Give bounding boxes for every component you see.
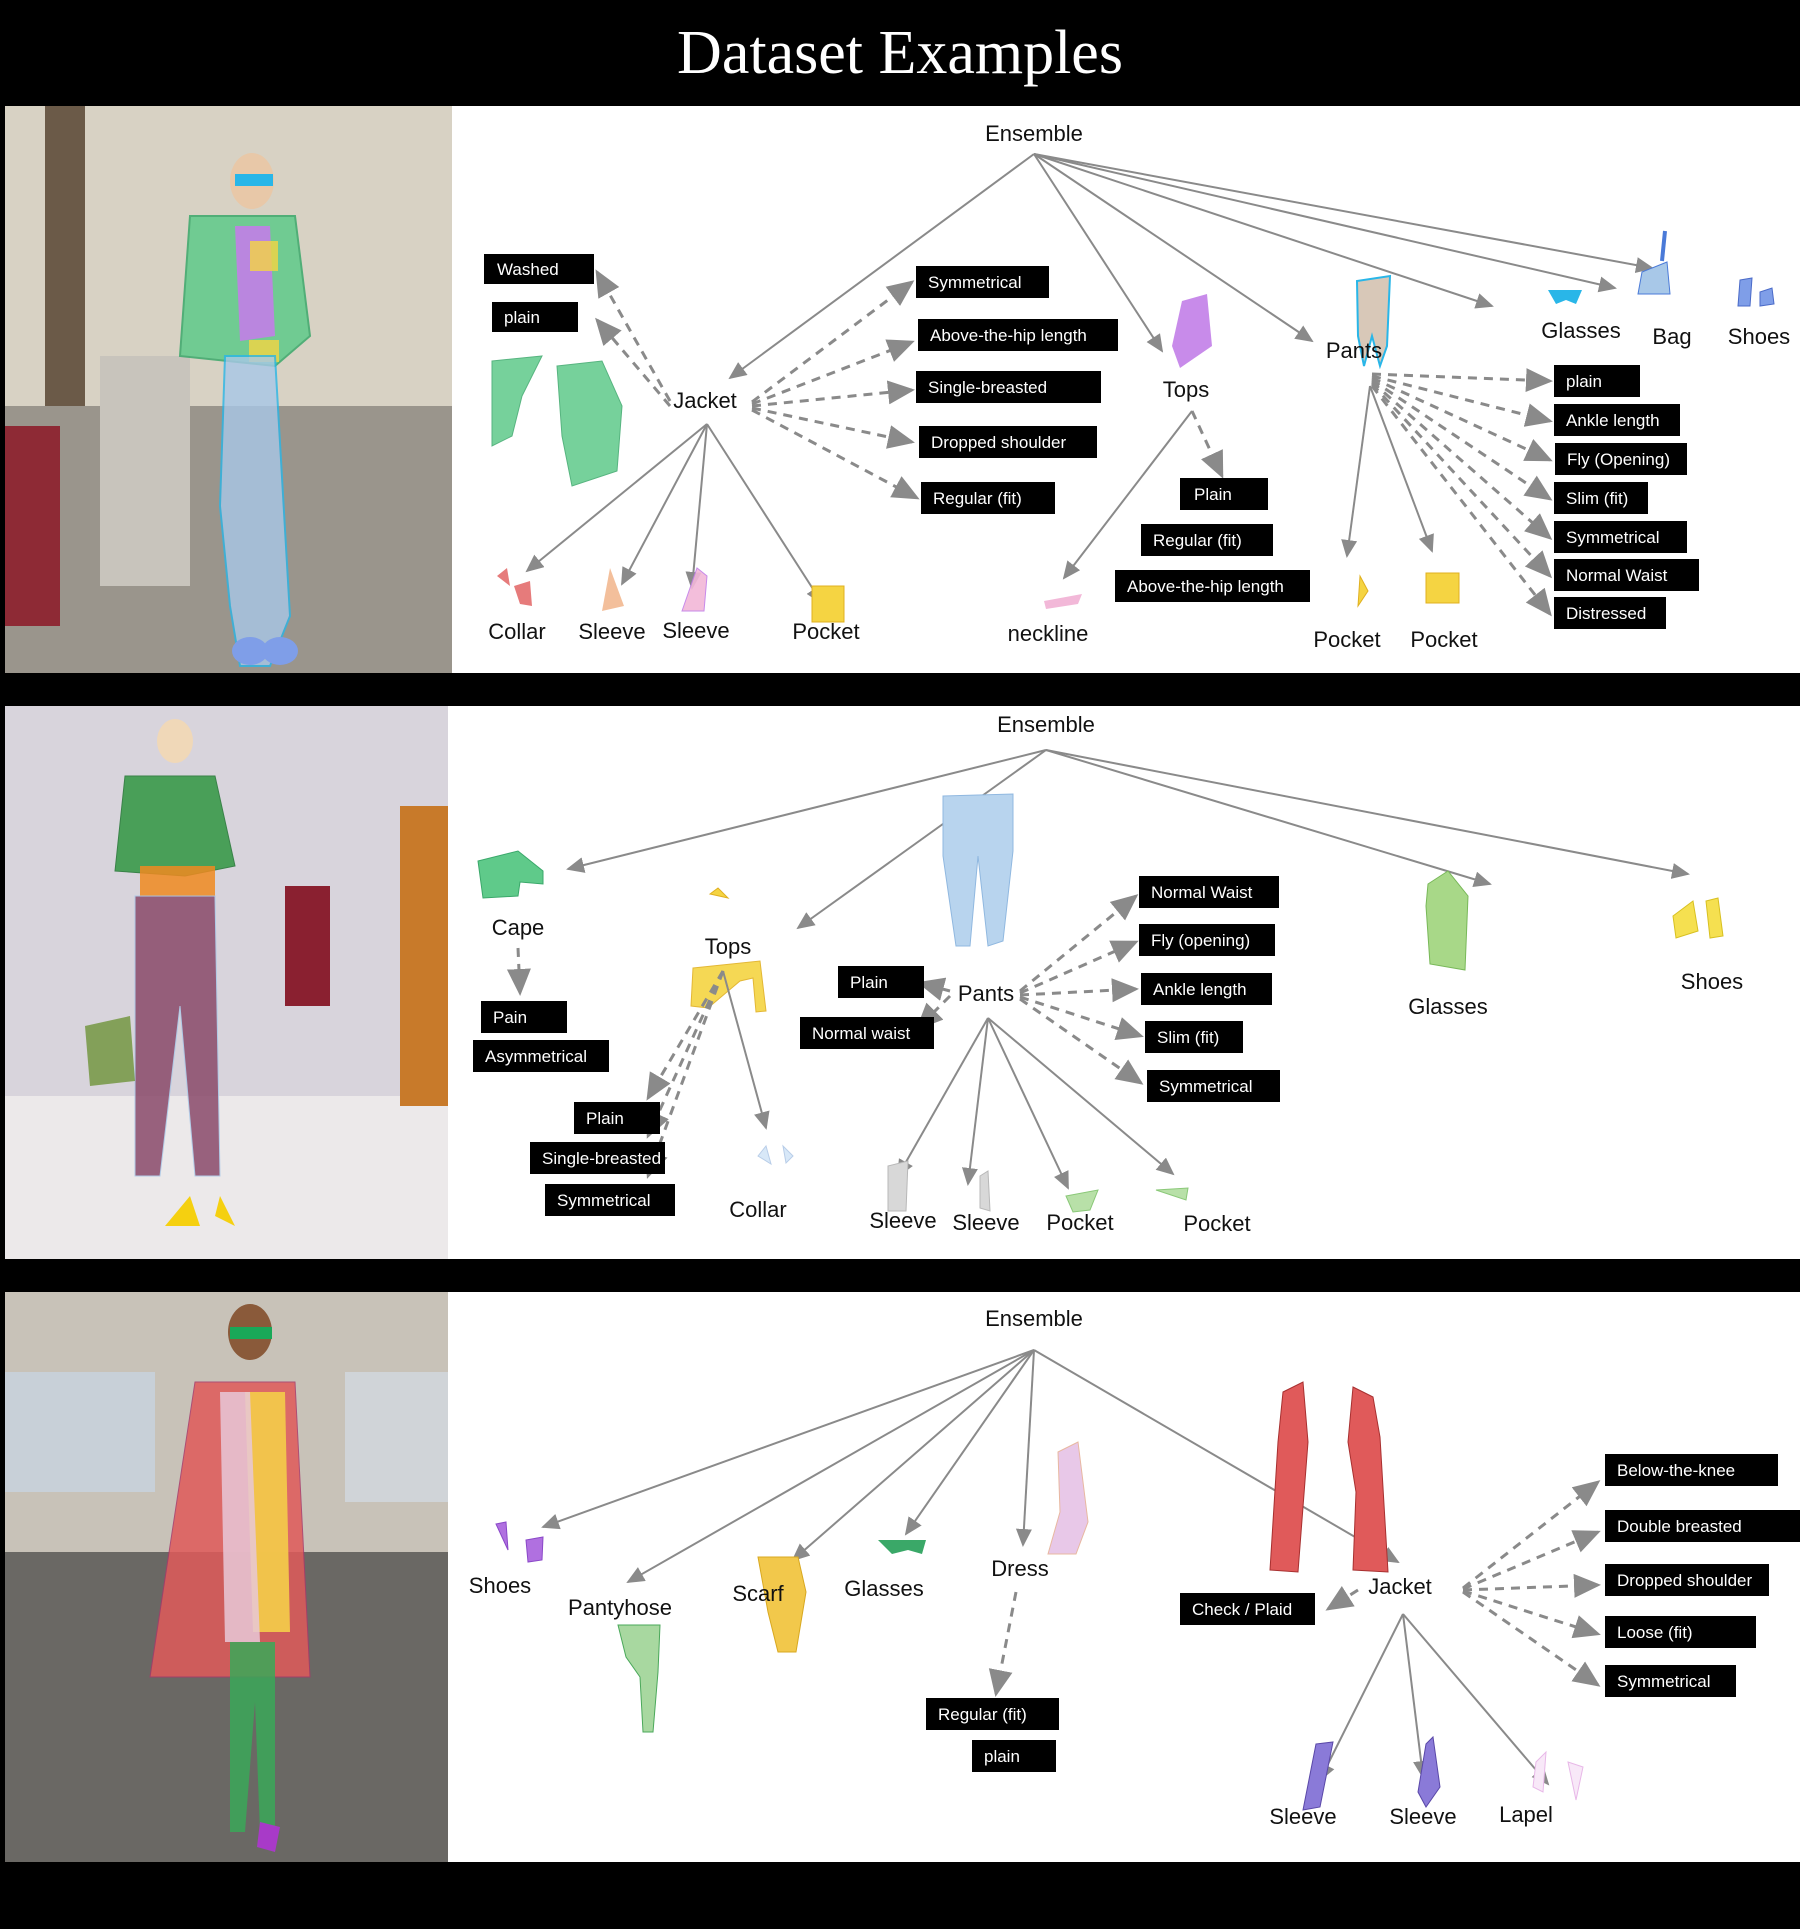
node-cape: Cape — [492, 915, 545, 940]
tag-below-the-knee: Below-the-knee — [1617, 1461, 1735, 1480]
page-title: Dataset Examples — [677, 19, 1123, 87]
part-sleeve-1: Sleeve — [578, 619, 645, 644]
part-pants-pocket-1: Pocket — [1313, 627, 1380, 652]
panel-example-1: Ensemble Jacket Washed plain Symmetrical — [5, 106, 1800, 673]
tag-plain: plain — [504, 308, 540, 327]
node-pantyhose: Pantyhose — [568, 1595, 672, 1620]
node-glasses: Glasses — [1541, 318, 1620, 343]
tag-jacket-check-plaid: Check / Plaid — [1192, 1600, 1292, 1619]
part-pocket: Pocket — [792, 619, 859, 644]
node-glasses: Glasses — [844, 1576, 923, 1601]
tag-above-hip: Above-the-hip length — [930, 326, 1087, 345]
tag-pants-normal-waist: Normal Waist — [1151, 883, 1253, 902]
tag-pants-fly-opening: Fly (opening) — [1151, 931, 1250, 950]
panel-example-2: Ensemble Cape Pain Asymmetrical Tops Pla… — [5, 706, 1800, 1259]
tag-slim-fit: Slim (fit) — [1566, 489, 1628, 508]
diagram-example-2: Ensemble Cape Pain Asymmetrical Tops Pla… — [473, 712, 1743, 1236]
tag-dress-regular-fit: Regular (fit) — [938, 1705, 1027, 1724]
node-shoes: Shoes — [469, 1573, 531, 1598]
tag-pants-normal-waist-left: Normal waist — [812, 1024, 911, 1043]
tag-jacket-symmetrical: Symmetrical — [1617, 1672, 1711, 1691]
part-pants-pocket-1: Pocket — [1046, 1210, 1113, 1235]
tag-regular-fit: Regular (fit) — [933, 489, 1022, 508]
node-shoes: Shoes — [1728, 324, 1790, 349]
tag-pants-slim-fit: Slim (fit) — [1157, 1028, 1219, 1047]
tag-washed: Washed — [497, 260, 559, 279]
node-dress: Dress — [991, 1556, 1048, 1581]
tag-tops-plain: Plain — [1194, 485, 1232, 504]
tag-loose-fit: Loose (fit) — [1617, 1623, 1693, 1642]
tag-cape-pain: Pain — [493, 1008, 527, 1027]
tag-dropped-shoulder: Dropped shoulder — [1617, 1571, 1752, 1590]
tag-tops-regular: Regular (fit) — [1153, 531, 1242, 550]
node-ensemble: Ensemble — [985, 121, 1083, 146]
tag-tops-symmetrical: Symmetrical — [557, 1191, 651, 1210]
part-collar: Collar — [488, 619, 545, 644]
part-pants-pocket-2: Pocket — [1410, 627, 1477, 652]
tag-tops-single-breasted: Single-breasted — [542, 1149, 661, 1168]
node-shoes: Shoes — [1681, 969, 1743, 994]
part-jacket-lapel: Lapel — [1499, 1802, 1553, 1827]
tag-dropped-shoulder: Dropped shoulder — [931, 433, 1066, 452]
part-jacket-sleeve-2: Sleeve — [1389, 1804, 1456, 1829]
part-tops-collar: Collar — [729, 1197, 786, 1222]
photo-runway-cape — [5, 706, 448, 1259]
panel-example-3: Ensemble Shoes Pantyhose Scarf Glasses D… — [5, 1292, 1800, 1862]
tag-dress-plain: plain — [984, 1747, 1020, 1766]
tag-pants-plain: plain — [1566, 372, 1602, 391]
part-pants-sleeve-1: Sleeve — [869, 1208, 936, 1233]
node-tops: Tops — [705, 934, 751, 959]
photo-street-jacket — [5, 106, 452, 673]
node-tops: Tops — [1163, 377, 1209, 402]
diagram-example-3: Ensemble Shoes Pantyhose Scarf Glasses D… — [469, 1306, 1800, 1829]
tag-pants-symmetrical: Symmetrical — [1566, 528, 1660, 547]
tag-pants-plain: Plain — [850, 973, 888, 992]
diagram-example-1: Ensemble Jacket Washed plain Symmetrical — [484, 121, 1790, 652]
node-jacket: Jacket — [1368, 1574, 1432, 1599]
tag-normal-waist: Normal Waist — [1566, 566, 1668, 585]
tag-pants-symmetrical: Symmetrical — [1159, 1077, 1253, 1096]
tag-tops-plain: Plain — [586, 1109, 624, 1128]
tag-single-breasted: Single-breasted — [928, 378, 1047, 397]
node-pants: Pants — [1326, 338, 1382, 363]
tag-double-breasted: Double breasted — [1617, 1517, 1742, 1536]
node-jacket: Jacket — [673, 388, 737, 413]
node-pants: Pants — [958, 981, 1014, 1006]
tag-tops-above-hip: Above-the-hip length — [1127, 577, 1284, 596]
part-pants-sleeve-2: Sleeve — [952, 1210, 1019, 1235]
node-ensemble: Ensemble — [997, 712, 1095, 737]
tag-pants-ankle-length: Ankle length — [1153, 980, 1247, 999]
part-pants-pocket-2: Pocket — [1183, 1211, 1250, 1236]
tag-ankle-length: Ankle length — [1566, 411, 1660, 430]
node-ensemble: Ensemble — [985, 1306, 1083, 1331]
part-jacket-sleeve-1: Sleeve — [1269, 1804, 1336, 1829]
tag-cape-asymmetrical: Asymmetrical — [485, 1047, 587, 1066]
node-scarf: Scarf — [732, 1581, 784, 1606]
node-glasses: Glasses — [1408, 994, 1487, 1019]
part-neckline: neckline — [1008, 621, 1089, 646]
tag-symmetrical: Symmetrical — [928, 273, 1022, 292]
tag-fly-opening: Fly (Opening) — [1567, 450, 1670, 469]
photo-street-coat — [5, 1292, 448, 1862]
jacket-attr-tags: Washed plain Symmetrical Above-the-hip l… — [484, 254, 1118, 514]
tag-distressed: Distressed — [1566, 604, 1646, 623]
part-sleeve-2: Sleeve — [662, 618, 729, 643]
node-bag: Bag — [1652, 324, 1691, 349]
pants-attr-tags: plain Ankle length Fly (Opening) Slim (f… — [1370, 365, 1699, 629]
